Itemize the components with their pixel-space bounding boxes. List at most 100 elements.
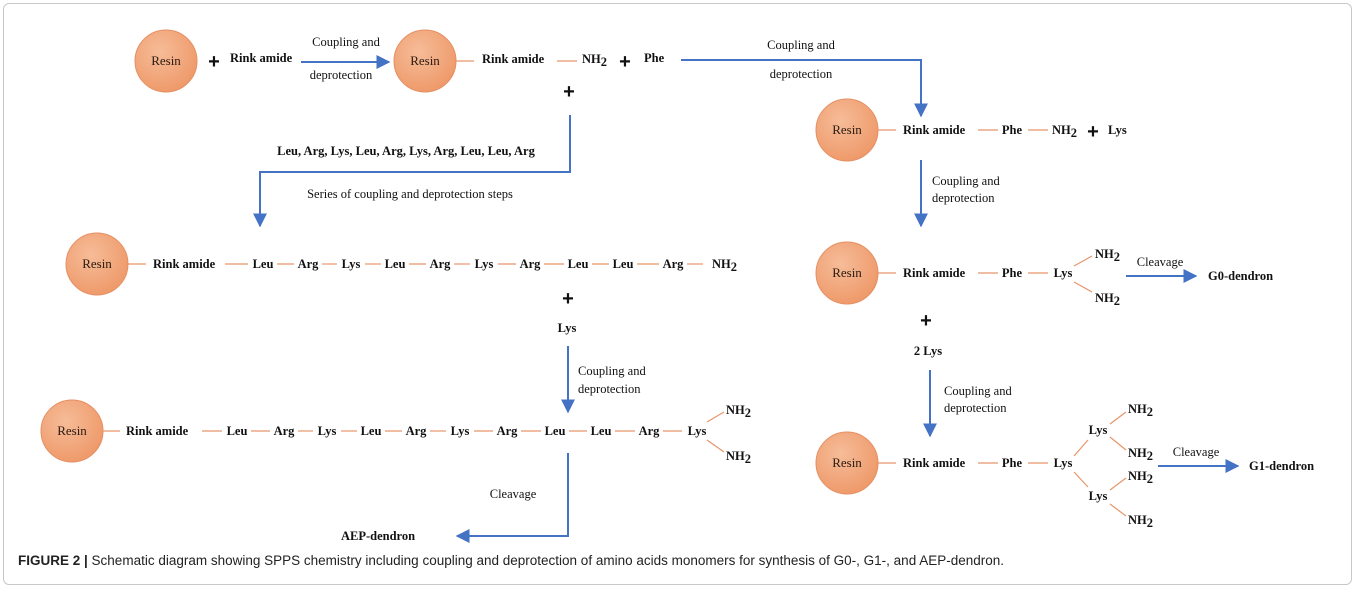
bond-line: [706, 439, 725, 453]
nh2-chain: NH2: [712, 257, 737, 274]
series-steps-label: Series of coupling and deprotection step…: [307, 187, 513, 201]
g1-nh2-4-main: NH: [1128, 513, 1147, 527]
g1-nh2-1-subscript: 2: [1147, 405, 1153, 419]
g0-nh2-top-subscript: 2: [1114, 250, 1120, 264]
nh2-2-subscript: 2: [601, 55, 607, 69]
chain-residue-arg: Arg: [298, 257, 320, 271]
g0-nh2-bottom: NH2: [1095, 291, 1120, 308]
chain-residue-leu: Leu: [613, 257, 634, 271]
aep-nh2-top-main: NH: [726, 403, 745, 417]
aep-residue-leu: Leu: [591, 424, 612, 438]
aep-branch-lys: Lys: [688, 424, 707, 438]
bond-line: [1073, 255, 1093, 267]
coupling-label-5a: Coupling and: [944, 384, 1012, 398]
g1-lower-lys: Lys: [1089, 489, 1108, 503]
caption-label: FIGURE 2 |: [18, 553, 88, 568]
chain-residue-leu: Leu: [385, 257, 406, 271]
resin-1: [134, 29, 198, 93]
resin-3-label: Resin: [82, 256, 112, 271]
g1-nh2-2-main: NH: [1128, 446, 1147, 460]
g1-nh2-1: NH2: [1128, 402, 1153, 419]
chain-residue-lys: Lys: [342, 257, 361, 271]
phe-5: Phe: [1002, 123, 1023, 137]
aep-residue-arg: Arg: [497, 424, 519, 438]
coupling-label-2b: deprotection: [770, 67, 833, 81]
plus-1: +: [208, 51, 220, 73]
g0-dendron-product: G0-dendron: [1208, 269, 1273, 283]
g1-nh2-2: NH2: [1128, 446, 1153, 463]
chain-residue-arg: Arg: [430, 257, 452, 271]
lys-reagent-right: Lys: [1108, 123, 1127, 137]
nh2-5-main: NH: [1052, 123, 1071, 137]
plus-3: +: [563, 81, 575, 103]
aep-residue-leu: Leu: [545, 424, 566, 438]
g1-core-lys: Lys: [1054, 456, 1073, 470]
g1-nh2-3: NH2: [1128, 469, 1153, 486]
rink-amide-2: Rink amide: [482, 52, 545, 66]
amino-acid-list: Leu, Arg, Lys, Leu, Arg, Lys, Arg, Leu, …: [277, 144, 535, 158]
plus-5: +: [1087, 121, 1099, 143]
g0-nh2-bottom-subscript: 2: [1114, 294, 1120, 308]
plus-6: +: [920, 310, 932, 332]
aep-nh2-bottom-main: NH: [726, 449, 745, 463]
g1-nh2-4-subscript: 2: [1147, 516, 1153, 530]
g1-nh2-1-main: NH: [1128, 402, 1147, 416]
g1-nh2-3-main: NH: [1128, 469, 1147, 483]
g0-lys: Lys: [1054, 266, 1073, 280]
resin-6-label: Resin: [832, 265, 862, 280]
resin-1-label: Resin: [151, 53, 181, 68]
coupling-label-4a: Coupling and: [932, 174, 1000, 188]
phe-6: Phe: [1002, 266, 1023, 280]
g0-nh2-bottom-main: NH: [1095, 291, 1114, 305]
bond-line: [1109, 503, 1127, 517]
g1-dendron-product: G1-dendron: [1249, 459, 1314, 473]
aep-residue-lys: Lys: [318, 424, 337, 438]
bond-line: [1073, 471, 1089, 488]
nh2-2: NH2: [582, 52, 607, 69]
arrow-series: [253, 115, 571, 228]
rink-amide-5: Rink amide: [903, 123, 966, 137]
bond-line: [1073, 281, 1093, 293]
rink-amide-reagent: Rink amide: [230, 51, 293, 65]
aep-residue-arg: Arg: [274, 424, 296, 438]
nh2-chain-main: NH: [712, 257, 731, 271]
arrow-cleavage-aep: [455, 453, 569, 543]
chain-residue-arg: Arg: [663, 257, 685, 271]
g0-nh2-top-main: NH: [1095, 247, 1114, 261]
coupling-label-5b: deprotection: [944, 401, 1007, 415]
rink-amide-7: Rink amide: [903, 456, 966, 470]
figure-frame: [3, 3, 1352, 585]
aep-nh2-top-subscript: 2: [745, 406, 751, 420]
figure-caption: FIGURE 2 | Schematic diagram showing SPP…: [18, 553, 1348, 568]
bond-line: [1073, 439, 1089, 457]
bond-line: [706, 411, 725, 423]
resin-7-label: Resin: [832, 455, 862, 470]
arrow-coupling-2: [681, 59, 928, 118]
bond-line: [1109, 436, 1127, 451]
aep-nh2-bottom-subscript: 2: [745, 452, 751, 466]
g1-nh2-4: NH2: [1128, 513, 1153, 530]
resin-5-label: Resin: [832, 122, 862, 137]
coupling-label-4b: deprotection: [932, 191, 995, 205]
aep-residue-lys: Lys: [451, 424, 470, 438]
aep-residue-leu: Leu: [227, 424, 248, 438]
coupling-label-1b: deprotection: [310, 68, 373, 82]
resin-2-label: Resin: [410, 53, 440, 68]
two-lys-reagent: 2 Lys: [914, 344, 942, 358]
chain-residue-lys: Lys: [475, 257, 494, 271]
coupling-label-3b: deprotection: [578, 382, 641, 396]
aep-residue-arg: Arg: [406, 424, 428, 438]
coupling-label-3a: Coupling and: [578, 364, 646, 378]
aep-residue-arg: Arg: [639, 424, 661, 438]
cleavage-label-aep: Cleavage: [490, 487, 537, 501]
nh2-5: NH2: [1052, 123, 1077, 140]
aep-nh2-top: NH2: [726, 403, 751, 420]
caption-text: Schematic diagram showing SPPS chemistry…: [87, 553, 1005, 568]
chain-residue-leu: Leu: [253, 257, 274, 271]
chain-residue-leu: Leu: [568, 257, 589, 271]
nh2-5-subscript: 2: [1071, 126, 1077, 140]
cleavage-label-g0: Cleavage: [1137, 255, 1184, 269]
aep-nh2-bottom: NH2: [726, 449, 751, 466]
plus-2: +: [619, 51, 631, 73]
